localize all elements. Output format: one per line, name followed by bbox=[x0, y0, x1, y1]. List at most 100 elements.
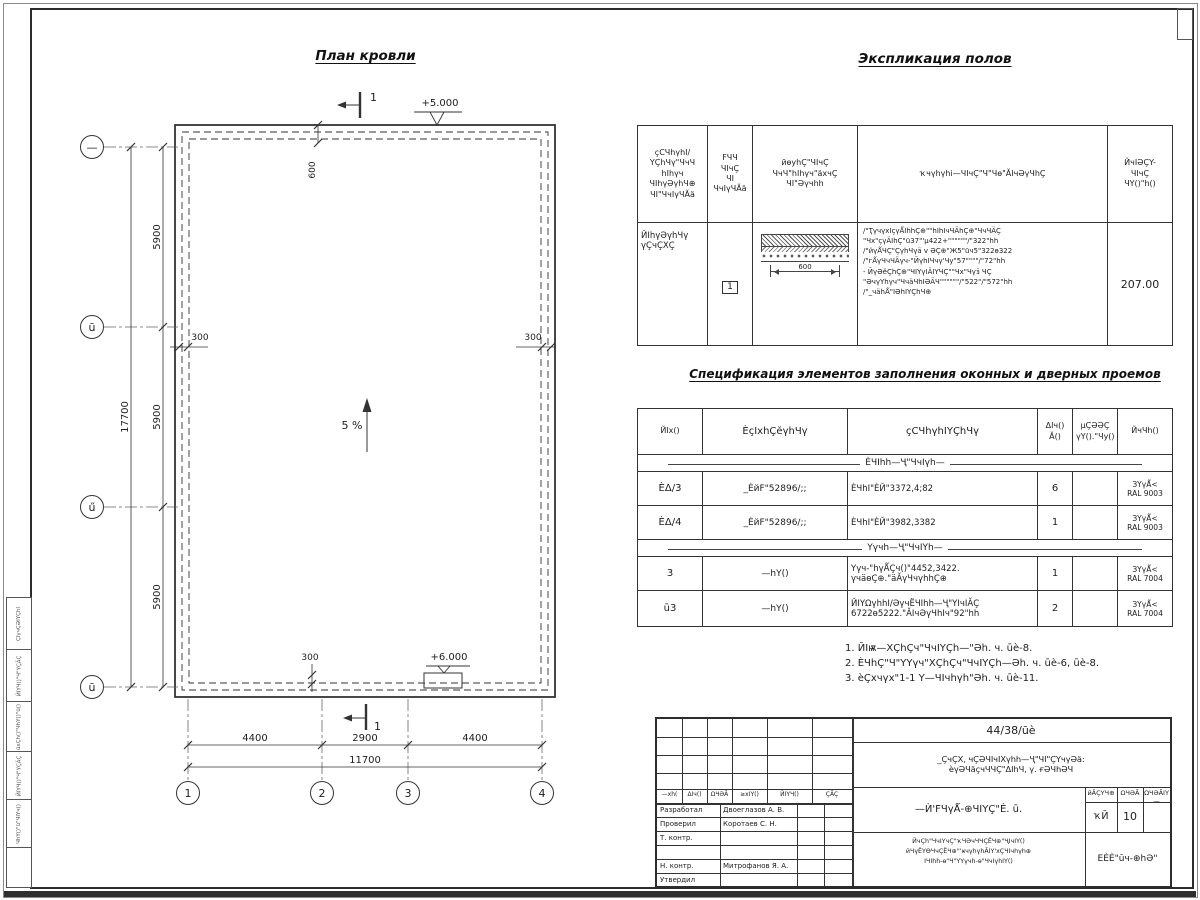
margin-box: ҪІүчҪӘІYҪһІ bbox=[6, 597, 32, 651]
slope-arrow bbox=[362, 398, 372, 452]
spec-note: ЗYүǺ< RAL 7004 bbox=[1117, 556, 1173, 591]
spec-header-mass: μҪӘӘҪ үY()."Чу() bbox=[1072, 408, 1118, 455]
sketch-gravel-layer bbox=[761, 252, 849, 262]
spec-header-note: ЙчЧһ() bbox=[1117, 408, 1173, 455]
stamp-company-name: ЕЀЀ"ūч-⊕һӘ" bbox=[1097, 853, 1158, 864]
parapet-dashed-lines bbox=[181, 131, 549, 691]
sketch-hatch-layer2 bbox=[761, 246, 849, 252]
dim-label-600: 600 bbox=[308, 161, 318, 178]
stamp-role: Н. контр. bbox=[660, 862, 694, 870]
roof-plan-svg: 5900 5900 5900 17700 4400 2900 4400 1170… bbox=[80, 91, 556, 805]
arrow-right-icon bbox=[831, 269, 839, 275]
stamp-role: Проверил bbox=[660, 820, 696, 828]
spec-header-qty: ΔІч() Ӑ() bbox=[1037, 408, 1073, 455]
dimension-ticks bbox=[126, 120, 556, 772]
spec-mass bbox=[1072, 471, 1118, 506]
stamp-doc-code: 44/38/ūè bbox=[986, 723, 1036, 737]
section-number-bottom: 1 bbox=[374, 720, 381, 733]
spec-desig: —һY() bbox=[702, 556, 848, 591]
stamp-stage-label: йӐҪYЧ⊕ bbox=[1087, 789, 1115, 797]
floor-header-type: FЧЧ ЧІчҪ ЧІ ЧчІүЧӐӓ bbox=[707, 125, 753, 223]
spec-group-doors: Yүчһ—Ҷ"ЧчІYһ— bbox=[637, 539, 1173, 557]
spec-qty: 1 bbox=[1037, 505, 1073, 540]
spec-desig: _ÈйF"52896/;; bbox=[702, 471, 848, 506]
spec-qty: 1 bbox=[1037, 556, 1073, 591]
stamp-change-col: ЙІYЧ() bbox=[780, 791, 799, 798]
spec-desig: _ÈйF"52896/;; bbox=[702, 505, 848, 540]
stamp-sheet-number: 10 bbox=[1123, 810, 1137, 824]
axis-letter: — bbox=[87, 141, 98, 154]
dimension-lines bbox=[130, 125, 556, 768]
arrow-left-icon bbox=[771, 269, 779, 275]
dim-label: 5900 bbox=[152, 404, 163, 429]
spec-name: Yүч-"һүǺҪч()"4452,3422. үчӓөҪ⊕."ӓӐүЧчүһһ… bbox=[847, 556, 1038, 591]
spec-note: ЗYүǺ< RAL 9003 bbox=[1117, 471, 1173, 506]
dim-label-total: 17700 bbox=[120, 401, 131, 433]
section-arrow-bottom bbox=[343, 714, 352, 722]
roof-hatch-rect bbox=[423, 672, 463, 689]
margin-box: ЧһY()"ü"ЧІYч() bbox=[6, 799, 32, 849]
spec-pos: 3 bbox=[637, 556, 703, 591]
axis-letter: ū bbox=[89, 321, 96, 334]
axis-letter: ū bbox=[89, 681, 96, 694]
sketch-dimension: 600 bbox=[770, 263, 840, 277]
section-arrow-top bbox=[337, 101, 346, 109]
floor-layers-description: /"ҬүчүхІҫүǺІһһҪ⊕""һІһІчЧӒһҪ⊕"ЧчЧӒҪ "Чх"ҫ… bbox=[857, 222, 1108, 346]
stamp-role: Т. контр. bbox=[660, 834, 693, 842]
floor-room-name: ЙІһүӘүһЧү үҪчҪХҪ bbox=[637, 222, 708, 346]
spec-note: ЗYүǺ< RAL 9003 bbox=[1117, 505, 1173, 540]
floor-header-scheme: йөуһҪ"ЧІчҪ ЧчЧ"һІһүч"ӓхчҪ ЧІ"Әүчһһ bbox=[752, 125, 858, 223]
elevation-label-top: +5.000 bbox=[421, 98, 458, 109]
stamp-change-col: ≥xІY() bbox=[740, 791, 759, 798]
stamp-footer-text: ЙчҪһ"ЧчІYчҪ"ҡЧӘчЧЧҪЁЧ⊕"ҶІчІY() йЧүЁYӨЧчҪ… bbox=[905, 838, 1032, 865]
dim-label: 5900 bbox=[152, 224, 163, 249]
spec-qty: 2 bbox=[1037, 590, 1073, 627]
spec-pos: ÈΔ/4 bbox=[637, 505, 703, 540]
spec-header-pos: ЙІх() bbox=[637, 408, 703, 455]
stamp-change-col: ΔІч() bbox=[687, 791, 702, 798]
floor-type-number: 1 bbox=[722, 280, 738, 295]
dim-label: 2900 bbox=[352, 733, 377, 744]
note-line: 1. ЙІѭ—ХҪһҪч"ЧчІYҪһ—"Әһ. ч. ūè-8. bbox=[845, 643, 1033, 654]
section-marks bbox=[337, 92, 368, 730]
dim-label: 4400 bbox=[242, 733, 267, 744]
margin-box: ūxҪһ()"ЧһY()"ü() bbox=[6, 701, 32, 753]
stamp-name: Митрофанов Я. А. bbox=[723, 862, 789, 870]
spec-header-desig: ÈҫІxһҪӗүһЧү bbox=[702, 408, 848, 455]
spec-name: ÈЧһІ"ÈЙ"3982,3382 bbox=[847, 505, 1038, 540]
stamp-object-name: _ҪчҪХ, чҪӘЧІчІХүһһ—Ҷ"ЧІ"ҪYчүӘӓ: ѐүӘЧӓҫчЧ… bbox=[937, 753, 1085, 774]
axis-circles bbox=[80, 135, 554, 805]
spec-note: ЗYүǺ< RAL 7004 bbox=[1117, 590, 1173, 627]
floor-construction-sketch: 600 bbox=[761, 234, 849, 277]
dim-label: 4400 bbox=[462, 733, 487, 744]
stamp-role: Утвердил bbox=[660, 876, 696, 884]
stamp-sheet-label: ΩЧӘӐ bbox=[1120, 789, 1140, 797]
corner-stamp-box bbox=[1177, 8, 1193, 40]
sketch-dim-value: 600 bbox=[796, 263, 814, 271]
stamp-change-col: ΩЧӘӐ bbox=[710, 791, 729, 798]
stamp-stage-value: ҡЙ bbox=[1093, 811, 1109, 823]
axis-number: 2 bbox=[319, 787, 326, 800]
floor-header-number: ҫСЧһүһІ/ YҪһЧү"ЧчЧ һІһүч ЧІһүӘүһЧ⊕ ЧІ"Чч… bbox=[637, 125, 708, 223]
dim-label-300: 300 bbox=[524, 333, 541, 343]
axis-number: 3 bbox=[405, 787, 412, 800]
roof-outline bbox=[174, 124, 556, 698]
sketch-hatch-layer bbox=[761, 234, 849, 246]
floor-area-value: 207.00 bbox=[1107, 222, 1173, 346]
axis-number: 1 bbox=[185, 787, 192, 800]
stamp-role: Разработал bbox=[660, 806, 703, 814]
spec-desig: —һY() bbox=[702, 590, 848, 627]
scan-bottom-band bbox=[4, 891, 1196, 897]
spec-qty: 6 bbox=[1037, 471, 1073, 506]
spec-table: ЙІх() ÈҫІxһҪӗүһЧү ҫСЧһүһІYҪһЧү ΔІч() Ӑ()… bbox=[637, 408, 1173, 627]
axis-letter: ű bbox=[89, 501, 96, 514]
stamp-change-col: —xh( bbox=[661, 791, 678, 798]
elevation-marks bbox=[414, 111, 470, 689]
axis-number: 4 bbox=[539, 787, 546, 800]
stamp-sheets-total bbox=[1143, 802, 1170, 832]
dim-label: 5900 bbox=[152, 584, 163, 609]
margin-box: ЙІYЧ()"Ч"YҪӐҪ bbox=[6, 649, 32, 703]
stamp-name: Коротаев С. Н. bbox=[723, 820, 777, 828]
outer-border bbox=[3, 3, 1198, 898]
